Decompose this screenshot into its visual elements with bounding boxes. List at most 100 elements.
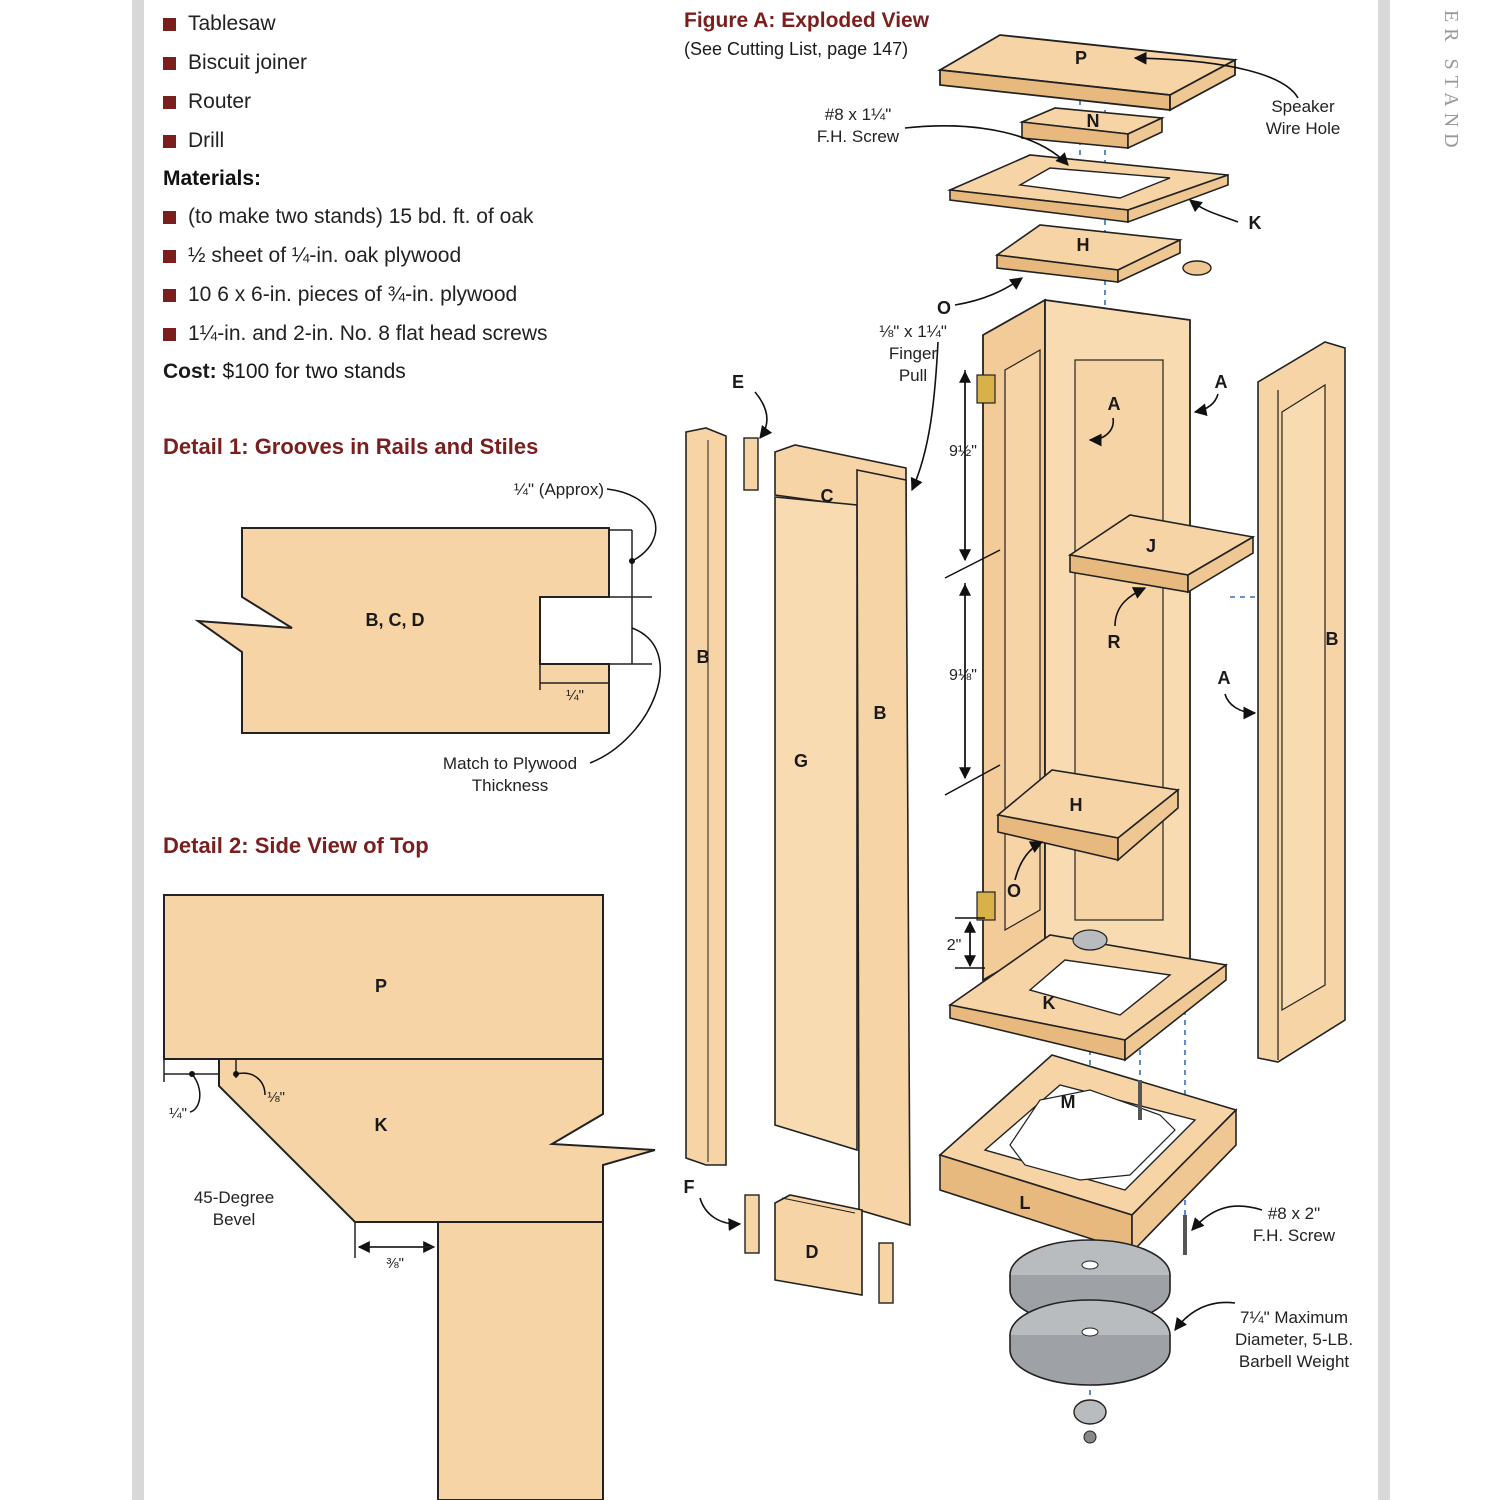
detail2-bevel-label-1: 45-Degree: [194, 1188, 274, 1207]
tool-item: Tablesaw: [163, 12, 276, 36]
label-a-lower: A: [1218, 668, 1231, 688]
label-n: N: [1087, 111, 1100, 131]
label-c: C: [821, 486, 834, 506]
bullet-icon: [163, 95, 176, 109]
detail2-part-p: [163, 894, 604, 1060]
detail1-match-label-1: Match to Plywood: [443, 754, 577, 773]
part-b-mid-stile: [856, 469, 911, 1227]
tool-item: Router: [163, 90, 251, 114]
weight-label-1: 7¼" Maximum: [1240, 1308, 1348, 1327]
bullet-icon: [163, 134, 176, 148]
exploded-view: P N K H O E C B G B A A J R B A H O K M …: [684, 34, 1353, 1444]
detail1-approx-label: ¼" (Approx): [514, 480, 604, 499]
label-p: P: [1075, 48, 1087, 68]
part-f: [744, 1194, 760, 1254]
label-f: F: [684, 1177, 695, 1197]
figure-subtitle: (See Cutting List, page 147): [684, 39, 909, 59]
label-k-top: K: [1249, 213, 1262, 233]
label-o-top: O: [937, 298, 951, 318]
tool-label: Drill: [188, 129, 225, 152]
detail1-board: [194, 527, 610, 734]
label-d: D: [806, 1242, 819, 1262]
label-h-top: H: [1077, 235, 1090, 255]
label-l: L: [1020, 1193, 1031, 1213]
detail2-title: Detail 2: Side View of Top: [163, 833, 429, 858]
label-j: J: [1146, 536, 1156, 556]
leader-arrows: [699, 51, 1299, 1332]
label-e: E: [732, 372, 744, 392]
bullet-icon: [163, 17, 176, 31]
finger-pull-label-3: Pull: [899, 366, 927, 385]
bullet-icon: [163, 56, 176, 70]
label-a-upper: A: [1108, 394, 1121, 414]
screw-bottom-label-1: #8 x 2": [1268, 1204, 1320, 1223]
part-d-block: [774, 1194, 863, 1296]
cost-line: Cost: $100 for two stands: [163, 360, 406, 384]
material-label: ½ sheet of ¼-in. oak plywood: [188, 244, 462, 267]
detail1-match-label-2: Thickness: [472, 776, 549, 795]
part-b-left-stile: [685, 427, 727, 1166]
detail2-eighth-label: ⅛": [267, 1089, 285, 1106]
bullet-icon: [163, 210, 176, 224]
washer-icon: [1072, 929, 1108, 951]
tool-label: Biscuit joiner: [188, 51, 308, 74]
label-a-right: A: [1215, 372, 1228, 392]
material-item: 1¼-in. and 2-in. No. 8 flat head screws: [163, 322, 548, 346]
weight-label-2: Diameter, 5-LB.: [1235, 1330, 1353, 1349]
detail1-title: Detail 1: Grooves in Rails and Stiles: [163, 434, 539, 459]
material-label: 1¼-in. and 2-in. No. 8 flat head screws: [188, 322, 548, 345]
label-b-left: B: [697, 647, 710, 667]
material-item: 10 6 x 6-in. pieces of ¾-in. plywood: [163, 283, 517, 307]
detail2-part-k: [218, 1058, 656, 1223]
dim-2-label: 2": [947, 937, 962, 954]
cost-label: Cost:: [163, 360, 217, 383]
screw-bottom-label-2: F.H. Screw: [1253, 1226, 1336, 1245]
hinge-icon: [976, 891, 996, 921]
label-h-lower: H: [1070, 795, 1083, 815]
page-edge-right: [1378, 0, 1390, 1500]
figure-title: Figure A: Exploded View: [684, 9, 930, 32]
material-item: ½ sheet of ¼-in. oak plywood: [163, 244, 461, 268]
tool-label: Tablesaw: [188, 12, 276, 35]
bullet-icon: [163, 288, 176, 302]
dim-upper-label: 9½": [949, 443, 977, 460]
detail2-k-label: K: [375, 1115, 388, 1135]
detail2-p-label: P: [375, 976, 387, 996]
materials-heading: Materials:: [163, 167, 262, 190]
label-b-right: B: [1326, 629, 1339, 649]
bullet-icon: [163, 327, 176, 341]
label-r: R: [1108, 632, 1121, 652]
material-label: (to make two stands) 15 bd. ft. of oak: [188, 205, 534, 228]
label-b-mid: B: [874, 703, 887, 723]
tool-item: Biscuit joiner: [163, 51, 307, 75]
part-g-panel: [774, 496, 858, 1152]
running-head: ER STAND: [1440, 10, 1462, 154]
finger-pull-label-1: ⅛" x 1¼": [879, 322, 947, 341]
washer-icon: [1073, 1399, 1107, 1425]
label-g: G: [794, 751, 808, 771]
barbell-weights: [1009, 1239, 1171, 1444]
dimension-lines: [944, 370, 1001, 969]
part-e: [743, 437, 759, 491]
material-item: (to make two stands) 15 bd. ft. of oak: [163, 205, 534, 229]
detail2-drawing: P K ¼" ⅛" 45-Degree Bevel ⅜": [163, 894, 656, 1500]
label-k-lower: K: [1043, 993, 1056, 1013]
wire-hole-label-2: Wire Hole: [1266, 119, 1341, 138]
weight-label-3: Barbell Weight: [1239, 1352, 1350, 1371]
nut-icon: [1083, 1430, 1097, 1444]
hinge-icon: [976, 374, 996, 404]
detail2-quarter-label: ¼": [169, 1105, 187, 1122]
detail1-drawing: B, C, D ¼" (Approx) ¼" Match to Plywood …: [194, 480, 661, 795]
page-edge-left: [132, 0, 144, 1500]
detail1-part-label: B, C, D: [365, 610, 424, 630]
screw-top-label-2: F.H. Screw: [817, 127, 900, 146]
dim-lower-label: 9⅛": [949, 667, 977, 684]
detail2-leg: [437, 1221, 604, 1500]
finger-pull-label-2: Finger: [889, 344, 938, 363]
detail2-threeeighth-label: ⅜": [386, 1255, 404, 1272]
label-m: M: [1061, 1092, 1076, 1112]
detail1-quarter-label: ¼": [566, 687, 584, 704]
material-label: 10 6 x 6-in. pieces of ¾-in. plywood: [188, 283, 518, 306]
label-o-lower: O: [1007, 881, 1021, 901]
